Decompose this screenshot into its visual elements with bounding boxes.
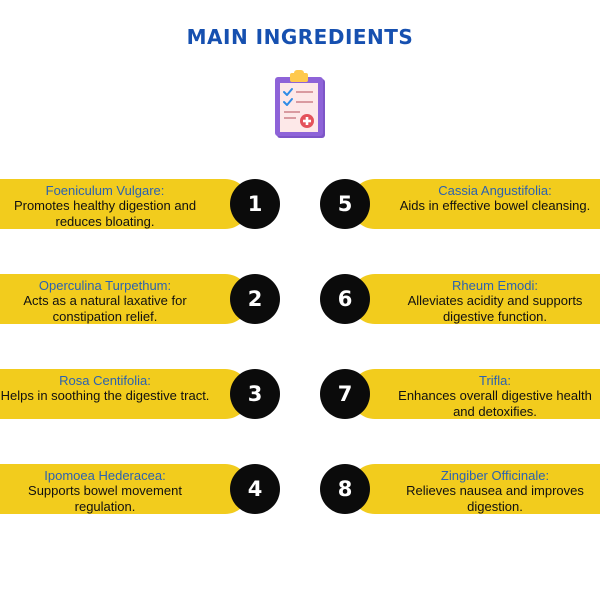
- ingredient-name: Operculina Turpethum:: [38, 278, 172, 293]
- ingredient-description: Acts as a natural laxative for constipat…: [23, 293, 187, 324]
- ingredient-description: Helps in soothing the digestive tract.: [0, 388, 210, 403]
- ingredient-description: Enhances overall digestive health and de…: [398, 388, 592, 419]
- ingredient-name: Zingiber Officinale:: [440, 468, 550, 483]
- ingredient-card-1: Foeniculum Vulgare: Promotes healthy dig…: [0, 179, 250, 229]
- ingredient-name: Foeniculum Vulgare:: [45, 183, 165, 198]
- ingredient-number-badge: 7: [320, 369, 370, 419]
- ingredient-name: Rheum Emodi:: [452, 278, 538, 293]
- ingredient-number-badge: 3: [230, 369, 280, 419]
- ingredient-name: Ipomoea Hederacea:: [44, 468, 166, 483]
- ingredient-card-7: Trifla: Enhances overall digestive healt…: [350, 369, 600, 419]
- ingredient-card-2: Operculina Turpethum: Acts as a natural …: [0, 274, 250, 324]
- page-title: MAIN INGREDIENTS: [186, 25, 414, 49]
- ingredient-card-3: Rosa Centifolia: Helps in soothing the d…: [0, 369, 250, 419]
- ingredient-number-badge: 6: [320, 274, 370, 324]
- ingredient-card-8: Zingiber Officinale: Relieves nausea and…: [350, 464, 600, 514]
- ingredient-description: Supports bowel movement regulation.: [28, 483, 182, 514]
- ingredient-name: Trifla:: [478, 373, 512, 388]
- ingredient-card-4: Ipomoea Hederacea: Supports bowel moveme…: [0, 464, 250, 514]
- ingredient-description: Aids in effective bowel cleansing.: [399, 198, 591, 213]
- ingredient-number-badge: 8: [320, 464, 370, 514]
- ingredient-number-badge: 2: [230, 274, 280, 324]
- ingredient-description: Relieves nausea and improves digestion.: [406, 483, 584, 514]
- ingredient-description: Promotes healthy digestion and reduces b…: [13, 198, 197, 229]
- ingredient-number-badge: 5: [320, 179, 370, 229]
- ingredient-name: Cassia Angustifolia:: [438, 183, 552, 198]
- ingredient-card-6: Rheum Emodi: Alleviates acidity and supp…: [350, 274, 600, 324]
- ingredient-card-5: Cassia Angustifolia: Aids in effective b…: [350, 179, 600, 229]
- ingredient-number-badge: 1: [230, 179, 280, 229]
- medical-clipboard-icon: [267, 70, 333, 140]
- ingredient-number-badge: 4: [230, 464, 280, 514]
- ingredient-description: Alleviates acidity and supports digestiv…: [407, 293, 583, 324]
- ingredient-name: Rosa Centifolia:: [59, 373, 151, 388]
